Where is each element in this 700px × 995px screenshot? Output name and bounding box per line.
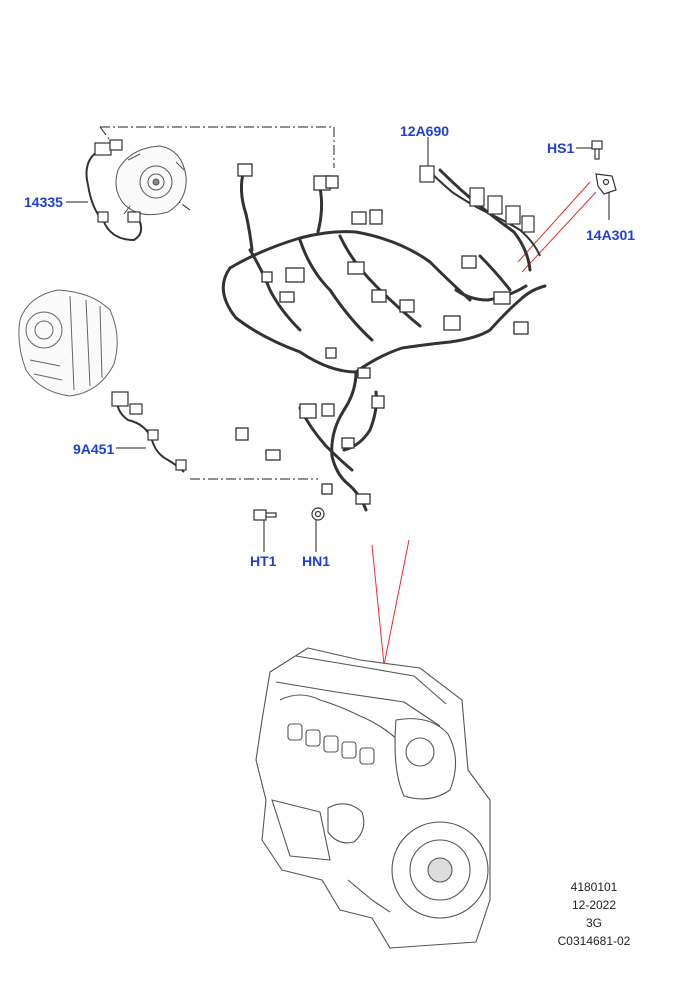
main-engine-harness [221, 168, 547, 512]
callout-14335[interactable]: 14335 [24, 194, 63, 210]
leader-top-left [99, 126, 113, 144]
injector-harness-12a690 [419, 165, 541, 257]
callout-12a690[interactable]: 12A690 [400, 123, 449, 139]
sensor-harness-14335 [85, 139, 143, 242]
ref-number: 4180101 [570, 880, 618, 894]
red-line-14a301-a [517, 181, 591, 263]
vacuum-pump-illustration [115, 145, 187, 216]
callout-9a451[interactable]: 9A451 [73, 441, 114, 457]
hs1-bolt [591, 140, 603, 160]
callout-labels: 14335 12A690 HS1 14A301 9A451 HT1 HN1 [24, 123, 635, 569]
bracket-14a301 [595, 173, 617, 195]
drawing-date: 12-2022 [571, 898, 617, 912]
red-reference-lines [371, 181, 597, 666]
red-line-left [371, 544, 385, 666]
callout-hn1[interactable]: HN1 [302, 553, 330, 569]
variant-code: 3G [585, 916, 602, 930]
hn1-nut [311, 507, 325, 521]
leader-top-bracket [100, 126, 335, 168]
ht1-stud [253, 509, 277, 521]
callout-leaders [66, 137, 610, 552]
alternator-illustration [18, 289, 118, 397]
callout-hs1[interactable]: HS1 [547, 140, 574, 156]
callout-14a301[interactable]: 14A301 [586, 227, 635, 243]
alternator-harness-9a451 [111, 391, 187, 473]
harness-connectors [235, 163, 529, 505]
callout-ht1[interactable]: HT1 [250, 553, 277, 569]
drawing-code: C0314681-02 [557, 934, 631, 948]
engine-block-illustration [255, 647, 491, 949]
red-line-14a301-b [521, 191, 597, 273]
red-line-right [383, 539, 410, 666]
